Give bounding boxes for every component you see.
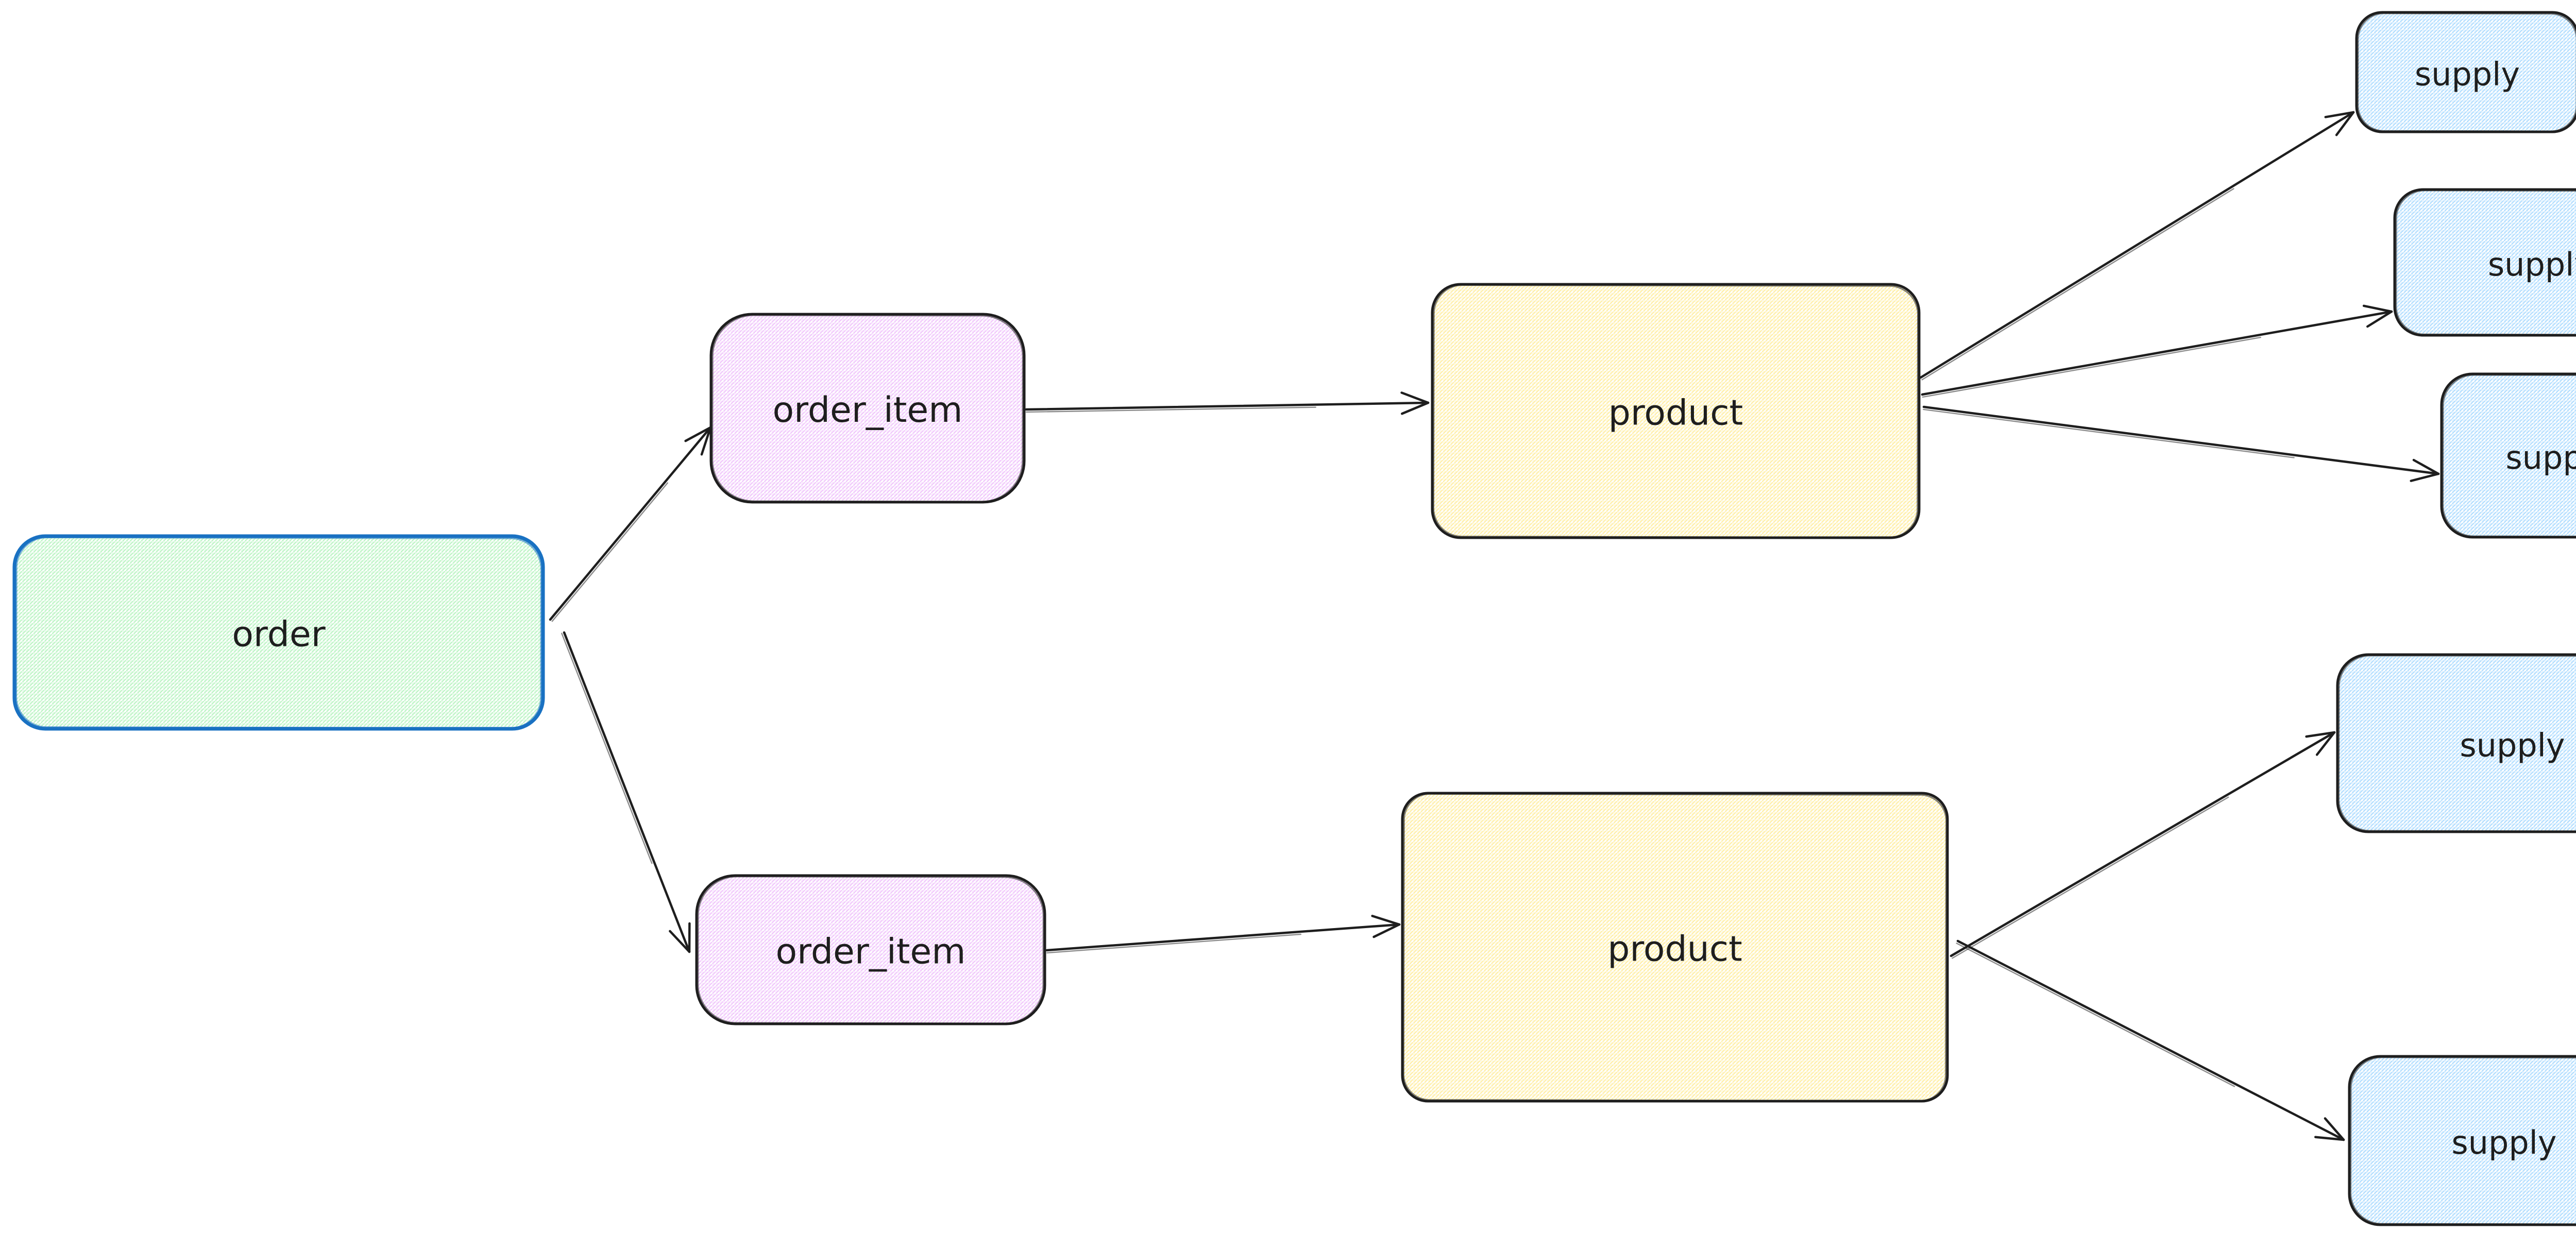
arrow-product-1-to-supply-2: [1921, 304, 2393, 398]
node-label-product-1: product: [1608, 393, 1743, 434]
arrowhead: [2324, 1117, 2345, 1141]
node-border-sketch: [2442, 374, 2576, 538]
node-label-supply-5: supply: [2451, 1124, 2556, 1161]
arrow-product-1-to-supply-3: [1922, 405, 2440, 482]
node-border: [2440, 372, 2576, 539]
node-border: [709, 313, 1026, 504]
node-border-sketch: [2395, 190, 2576, 336]
arrowhead: [1400, 391, 1430, 404]
node-label-order: order: [232, 614, 325, 655]
node-supply-1: supply: [2355, 11, 2576, 133]
node-border-sketch: [1403, 793, 1947, 1102]
arrowhead: [700, 426, 712, 456]
arrow-product-2-to-supply-4: [1950, 731, 2336, 959]
node-label-supply-4: supply: [2460, 727, 2565, 764]
node-border-sketch: [1433, 284, 1919, 538]
arrow-product-1-to-supply-1: [1919, 111, 2355, 381]
node-order-item-2: order_item: [695, 874, 1046, 1025]
node-border: [1401, 792, 1949, 1103]
arrowhead: [2305, 731, 2336, 738]
arrowhead: [2362, 304, 2393, 313]
arrowhead: [684, 426, 712, 442]
node-order: order: [12, 534, 545, 731]
arrowhead: [2412, 458, 2440, 475]
node-border-sketch: [2350, 1056, 2576, 1225]
node-border-sketch: [2357, 12, 2576, 132]
arrow-order-to-order-item-2: [561, 631, 691, 953]
node-product-1: product: [1431, 283, 1921, 539]
arrowhead: [2366, 310, 2393, 328]
node-border: [1431, 283, 1921, 539]
arrowhead: [2410, 472, 2440, 482]
node-label-supply-3: supply: [2505, 439, 2576, 476]
arrowhead: [1401, 401, 1430, 415]
node-border-sketch: [14, 536, 543, 730]
arrow-order-item-1-to-product-1: [1025, 391, 1430, 415]
arrowhead: [2335, 111, 2355, 136]
node-label-order-item-2: order_item: [776, 932, 966, 972]
arrowhead: [1372, 923, 1401, 938]
node-border: [2355, 11, 2576, 133]
node-supply-5: supply: [2348, 1055, 2576, 1226]
arrow-product-2-to-supply-5: [1956, 939, 2345, 1141]
node-label-supply-1: supply: [2415, 56, 2520, 93]
node-border-sketch: [2338, 655, 2576, 832]
node-product-2: product: [1401, 792, 1949, 1103]
arrowhead: [669, 930, 691, 953]
node-border: [695, 874, 1046, 1025]
node-supply-4: supply: [2336, 653, 2576, 833]
node-label-product-2: product: [1607, 929, 1742, 970]
node-label-order-item-1: order_item: [773, 390, 963, 431]
node-supply-3: supply: [2440, 372, 2576, 539]
node-border: [2336, 653, 2576, 833]
node-label-supply-2: supply: [2488, 246, 2576, 283]
node-border-sketch: [697, 876, 1044, 1024]
node-border: [2393, 188, 2576, 337]
arrowhead: [2314, 1136, 2345, 1141]
node-supply-2: supply: [2393, 188, 2576, 337]
arrow-order-item-2-to-product-2: [1045, 915, 1401, 954]
node-border-sketch: [711, 314, 1024, 503]
node-order-item-1: order_item: [709, 313, 1026, 504]
arrow-order-to-order-item-1: [549, 426, 712, 622]
arrowhead: [2324, 111, 2355, 118]
arrowhead: [2315, 731, 2336, 756]
node-border: [2348, 1055, 2576, 1226]
arrowhead: [1371, 915, 1401, 926]
